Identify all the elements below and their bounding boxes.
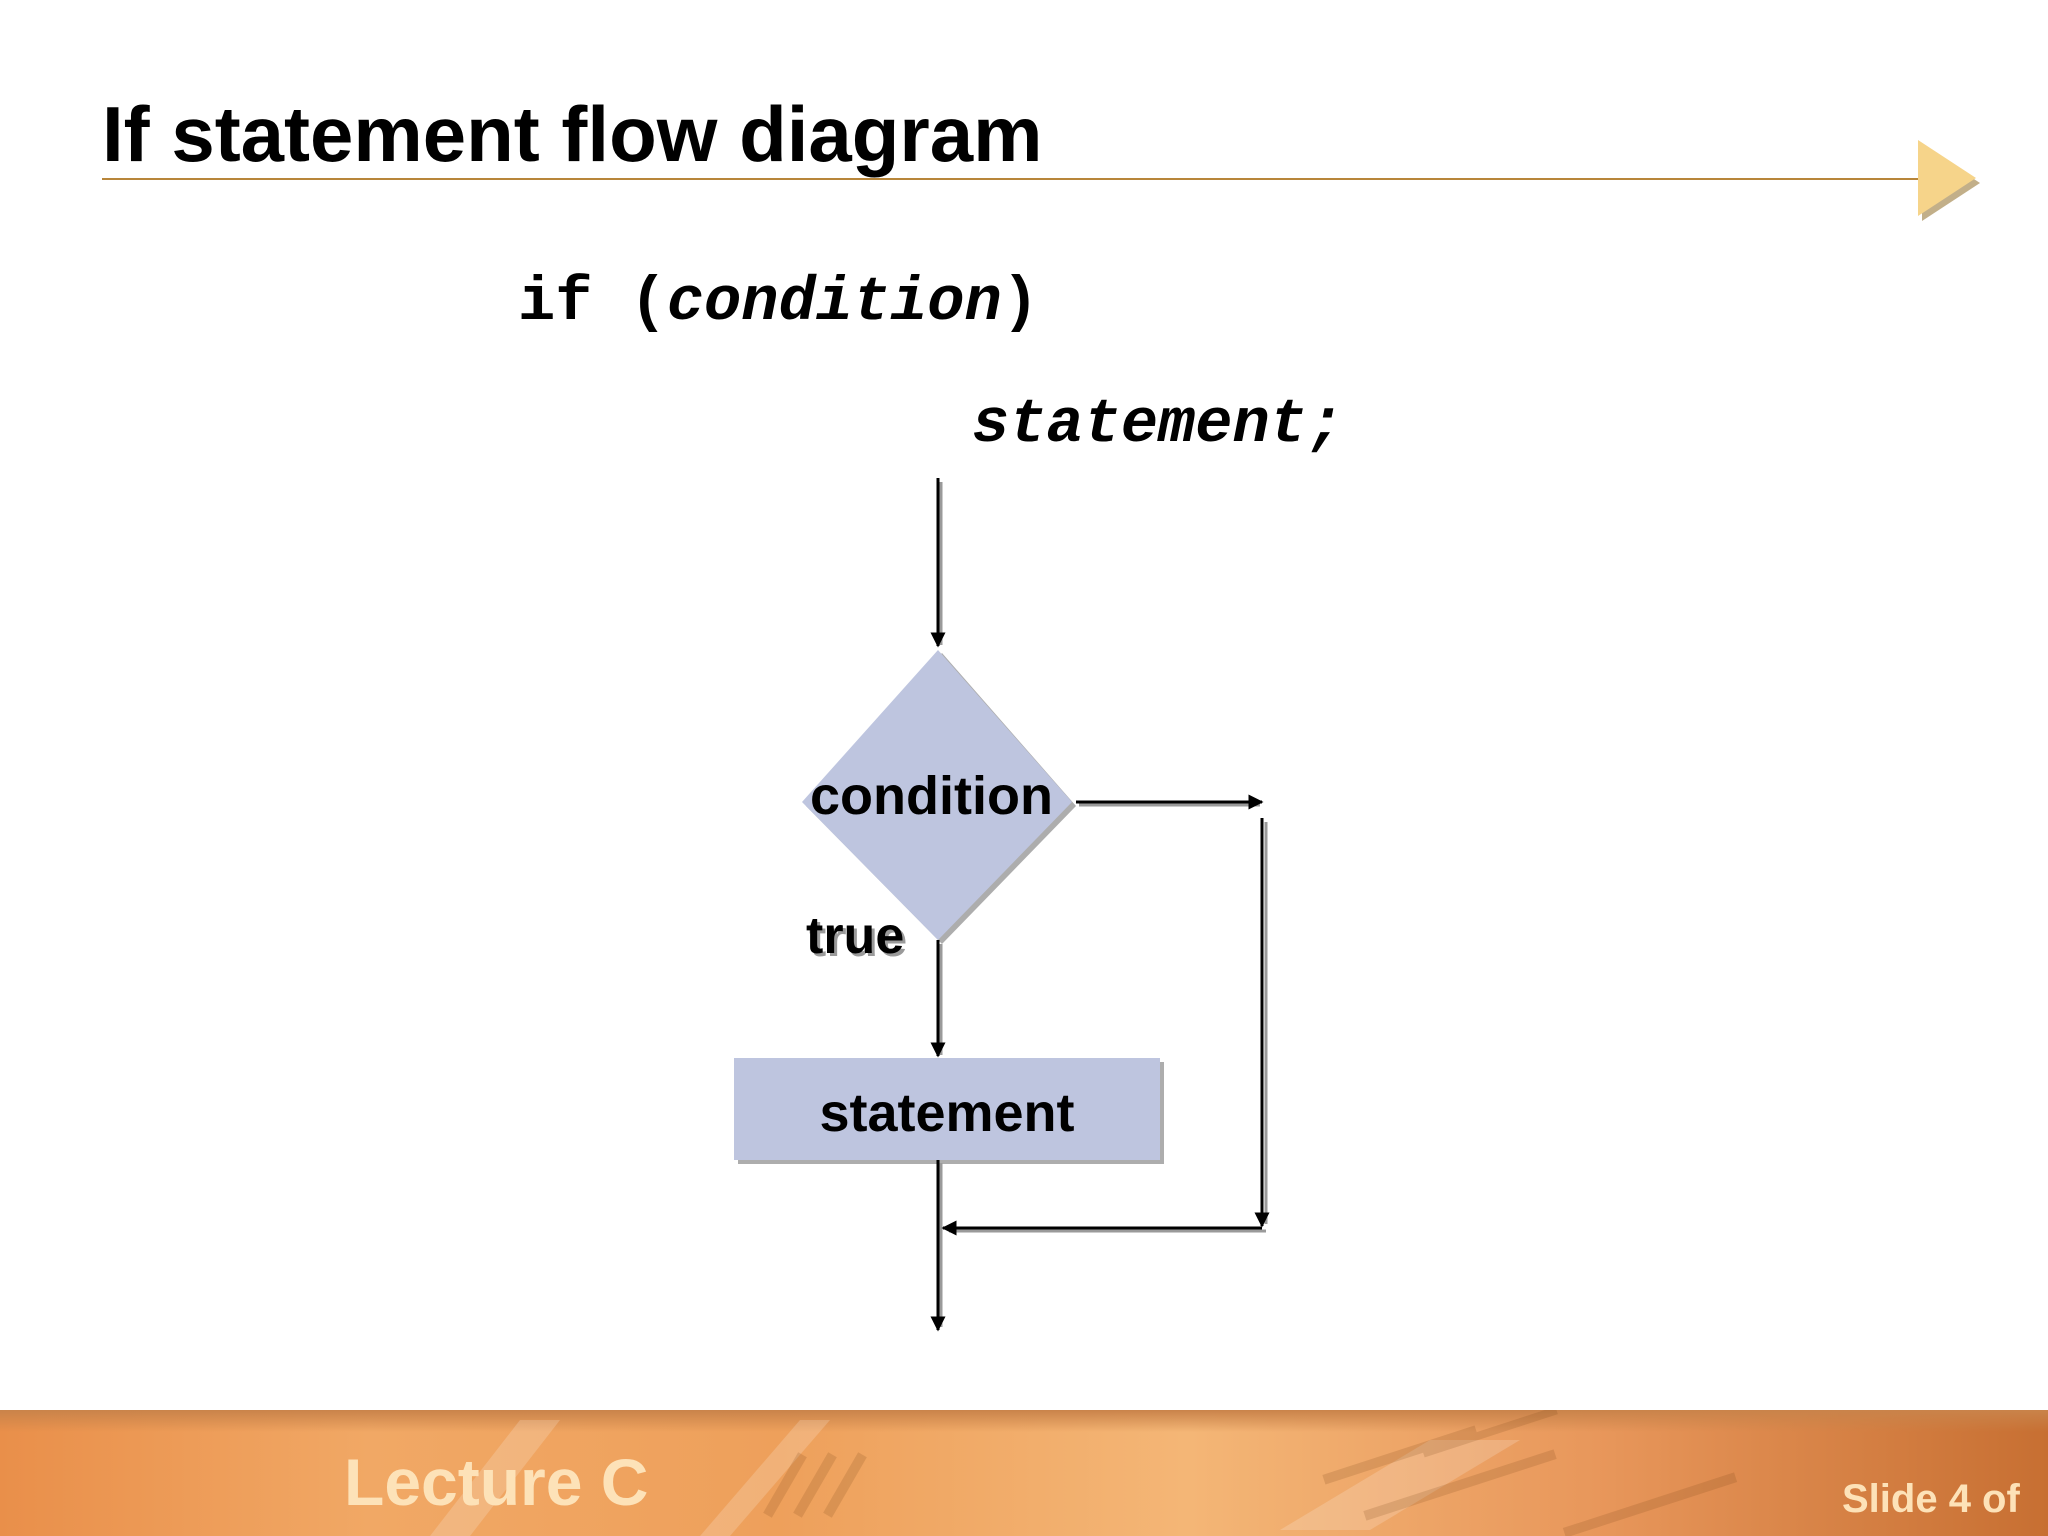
- condition-label: condition: [810, 766, 1053, 826]
- code-open-paren: (: [592, 267, 667, 338]
- code-if-line: if (condition): [518, 268, 1039, 338]
- code-close-paren: ): [1001, 267, 1039, 338]
- footer-shadow: [0, 1410, 2048, 1432]
- code-statement-line: statement;: [972, 390, 1344, 460]
- title-underline: [102, 178, 1922, 180]
- true-branch-label: true: [806, 907, 905, 965]
- code-keyword: if: [518, 267, 593, 338]
- play-arrow-icon: [1918, 140, 1980, 221]
- footer-lecture-title: Lecture C: [344, 1445, 649, 1519]
- statement-box: [734, 1058, 1160, 1160]
- circuit-board-decoration: [430, 1410, 1738, 1536]
- code-condition: condition: [666, 267, 1002, 338]
- condition-diamond: [802, 650, 1072, 940]
- statement-label: statement: [819, 1083, 1075, 1143]
- code-statement: statement;: [972, 389, 1345, 460]
- footer-bar: Lecture C Slide 4 of: [0, 1410, 2048, 1536]
- footer-slide-number: Slide 4 of: [1842, 1477, 2020, 1521]
- slide-title: If statement flow diagram: [102, 90, 1043, 178]
